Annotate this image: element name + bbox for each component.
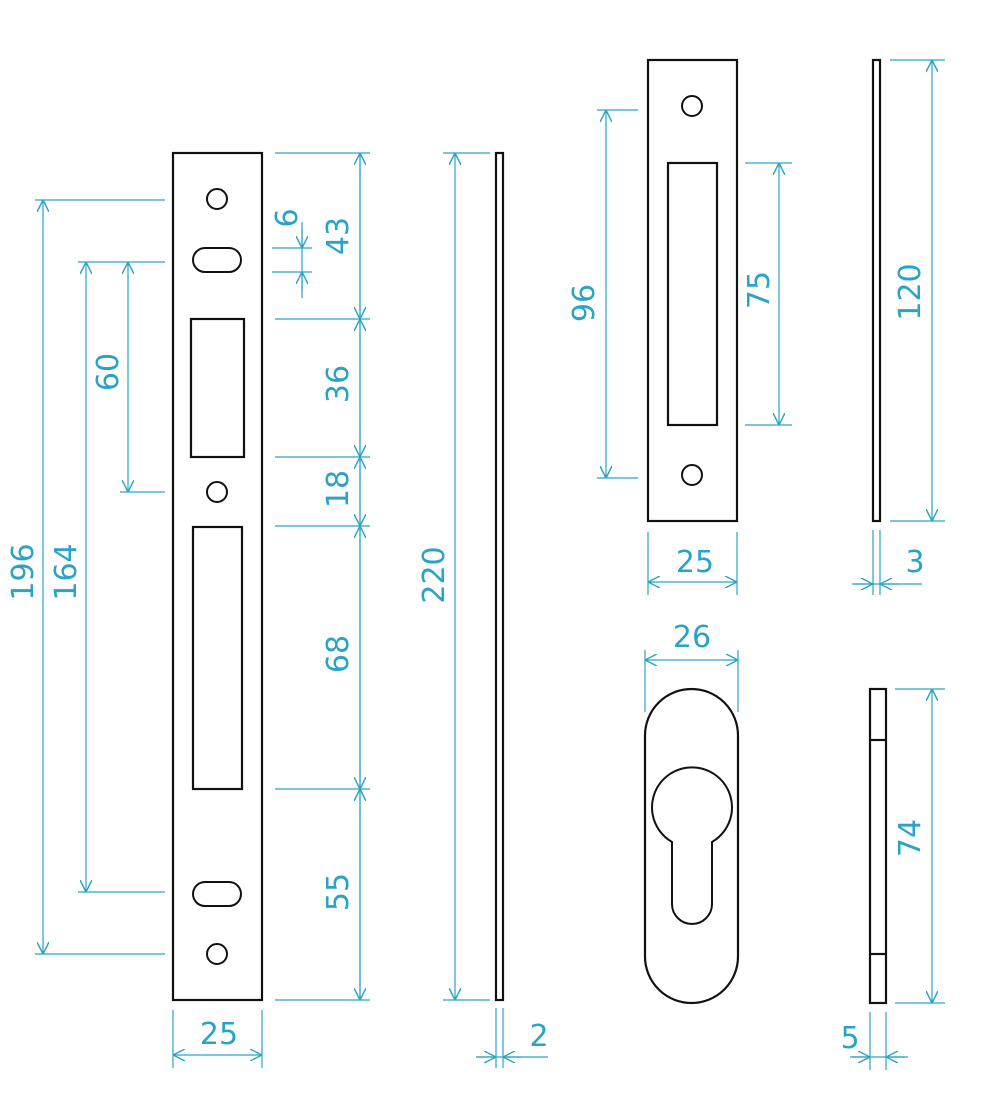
escutcheon: 26: [643, 620, 740, 1005]
dim-label-196: 196: [6, 543, 41, 600]
strike-plate-side: 120 3: [852, 58, 945, 595]
middle-screw-hole: [206, 481, 228, 503]
top-slot: [192, 247, 242, 273]
strike-top-hole: [681, 95, 703, 117]
dim-label-75: 75: [742, 271, 777, 309]
dim-label-3: 3: [905, 545, 924, 580]
front-plate-left-dimensions: 196 164 60: [6, 199, 165, 955]
dim-label-18: 18: [321, 470, 356, 508]
dim-label-96: 96: [567, 284, 602, 322]
dim-label-25-front: 25: [200, 1017, 238, 1052]
dim-label-68: 68: [321, 635, 356, 673]
bolt-opening: [191, 525, 244, 791]
cylinder-keyhole: [651, 766, 733, 925]
dim-label-26: 26: [673, 620, 711, 655]
dim-label-36: 36: [321, 365, 356, 403]
dim-label-6: 6: [270, 208, 305, 227]
strike-opening: [666, 161, 719, 427]
dim-label-164: 164: [49, 543, 84, 600]
top-screw-hole: [206, 188, 228, 210]
latch-opening: [189, 317, 246, 459]
front-plate: [171, 151, 264, 1002]
dim-label-120: 120: [893, 263, 928, 320]
dim-label-74: 74: [893, 819, 928, 857]
strike-bottom-hole: [681, 464, 703, 486]
dim-label-25-strike: 25: [676, 545, 714, 580]
dim-label-60: 60: [91, 353, 126, 391]
side-profile: 220 2: [417, 151, 549, 1068]
bottom-slot: [192, 881, 242, 907]
strike-side-body: [871, 58, 882, 523]
dim-label-43: 43: [321, 217, 356, 255]
side-profile-body: [494, 151, 505, 1002]
escutcheon-side-body: [868, 687, 888, 1005]
dim-label-2: 2: [529, 1019, 548, 1054]
bottom-screw-hole: [206, 943, 228, 965]
dim-label-55: 55: [321, 873, 356, 911]
dim-label-220: 220: [417, 546, 452, 603]
front-plate-right-dimensions: 6 43 36 18 68 55: [270, 152, 370, 1001]
escutcheon-side: 74 5: [840, 687, 945, 1070]
strike-plate: 96 75 25: [567, 58, 792, 595]
front-plate-width-dimension: 25: [172, 1010, 263, 1068]
dim-label-5: 5: [840, 1021, 859, 1056]
